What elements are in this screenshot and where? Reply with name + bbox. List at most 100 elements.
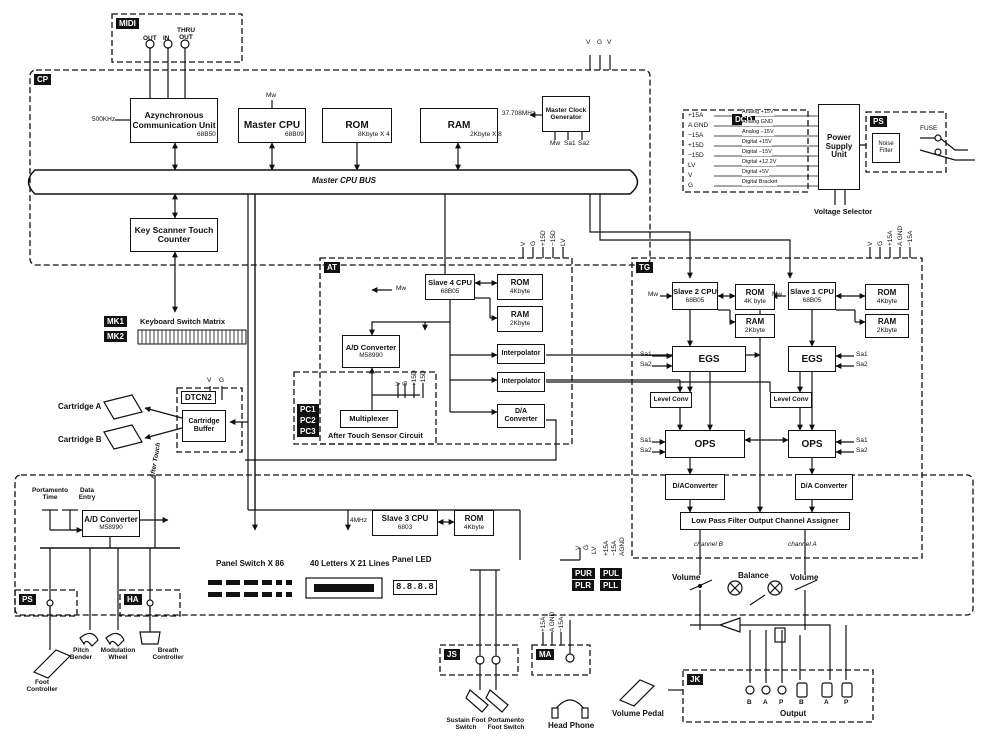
rail-pin-5: LV — [688, 162, 696, 169]
mk2-tag: MK2 — [104, 331, 127, 342]
master-cpu-mw: Mw — [266, 92, 277, 99]
js-board-outline — [439, 644, 519, 676]
rail-label-3: Digital +15V — [742, 139, 772, 146]
panel-pin-v: V — [575, 545, 582, 550]
ram-block: RAM — [420, 108, 498, 143]
noise-filter-block: Noise Filter — [872, 133, 900, 163]
level-conv-left-label: Level Conv — [653, 396, 689, 404]
controller-visuals — [32, 631, 656, 719]
level-conv-right-block: Level Conv — [770, 392, 812, 408]
pul-tag: PUL — [600, 568, 622, 579]
at-dac-block: D/A Converter — [497, 404, 545, 428]
tg-rom1-label: ROM — [877, 288, 897, 298]
panel-led-display: 8.8.8.8 — [393, 580, 437, 595]
egs-right-label: EGS — [801, 353, 823, 365]
at-rom-size: 4Kbyte — [509, 287, 531, 295]
rail-pin-0: +15A — [688, 112, 704, 119]
pc2-tag: PC2 — [297, 415, 319, 426]
tg-sa2-egs-l: Sa2 — [640, 361, 652, 368]
slave3-clock: 4MHz — [350, 517, 367, 524]
mk1-tag: MK1 — [104, 316, 127, 327]
volume-left-label: Volume — [672, 573, 701, 582]
slave1-label: Slave 1 CPU — [790, 287, 834, 297]
at-pin-1: G — [530, 240, 537, 246]
rom-block: ROM — [322, 108, 392, 143]
tg-dac-right-label: D/A Converter — [800, 483, 848, 491]
at-pin-4: LV — [560, 238, 567, 246]
slave4-label: Slave 4 CPU — [428, 278, 472, 288]
rail-pin-4: −15D — [688, 152, 704, 159]
pc-pin-3: −15D — [420, 370, 427, 386]
lcd-label: 40 Letters X 21 Lines — [310, 559, 390, 568]
channel-b-label: channel B — [694, 541, 723, 548]
interpolator1-block: Interpolator — [497, 344, 545, 364]
ps-tag: PS — [870, 116, 887, 127]
at-rom-label: ROM — [510, 278, 530, 288]
jack-p1: P — [779, 699, 784, 706]
foot-controller-label: Foot Controller — [26, 679, 58, 693]
rail-pin-7: G — [688, 182, 694, 189]
lpf-block: Low Pass Filter Output Channel Assigner — [680, 512, 850, 530]
jack-b2: B — [799, 699, 804, 706]
tg-mw-left: Mw — [648, 291, 659, 298]
acu-label: Azynchronous Communication Unit — [132, 110, 216, 130]
tg-sa1-ops-l: Sa1 — [640, 437, 652, 444]
jack-a2: A — [824, 699, 829, 706]
slave1-part: 68B05 — [802, 296, 822, 304]
rail-pin-1: A GND — [688, 122, 709, 129]
panel-pin-lv: LV — [591, 546, 598, 554]
master-cpu-block: Master CPU — [238, 108, 306, 143]
tg-ram2-block: RAM 2Kbyte — [735, 314, 775, 338]
ram-size: 2Kbyte X 8 — [470, 131, 502, 138]
breath-controller-label: Breath Controller — [152, 647, 184, 661]
pitch-bender-label: Pitch Bender — [69, 647, 93, 661]
at-ram-size: 2Kbyte — [509, 319, 531, 327]
clock-out-sa1: Sa1 — [564, 140, 576, 147]
at-mw: Mw — [396, 285, 407, 292]
panel-adc-label: A/D Converter — [84, 514, 138, 524]
master-cpu-part: 68B09 — [285, 131, 304, 138]
egs-left-block: EGS — [672, 346, 746, 372]
tg-sa1-ops-r: Sa1 — [856, 437, 868, 444]
at-adc-part: M58990 — [359, 352, 383, 360]
tg-pin-1: G — [877, 240, 884, 246]
cart-pin-g: G — [219, 377, 225, 384]
pc-board-outline — [293, 371, 437, 445]
clock-out-mw: Mw — [550, 140, 561, 147]
panel-rom-block: ROM 4Kbyte — [454, 510, 494, 536]
panel-switches-visual — [208, 580, 292, 597]
midi-in-label: IN — [163, 35, 170, 42]
tg-pin-4: −15A — [907, 230, 914, 246]
panel-rom-size: 4Kbyte — [463, 523, 485, 531]
tg-ram1-block: RAM 2Kbyte — [865, 314, 909, 338]
key-scanner-block: Key Scanner Touch Counter — [130, 218, 218, 252]
slave3-part: 6803 — [397, 523, 413, 531]
rail-label-5: Digital +12.2V — [742, 159, 777, 166]
pul-pin-2: AGND — [619, 537, 626, 556]
tg-sa1-egs-r: Sa1 — [856, 351, 868, 358]
keyboard-matrix-label: Keyboard Switch Matrix — [140, 317, 226, 326]
ps-board-outline — [865, 111, 947, 173]
fuse-label: FUSE — [920, 125, 938, 132]
data-entry-label: Data Entry — [78, 487, 96, 501]
panel-switch-label: Panel Switch X 86 — [216, 559, 285, 568]
at-pin-2: +15D — [540, 230, 547, 246]
cartridge-visuals — [103, 394, 143, 450]
at-adc-label: A/D Converter — [345, 342, 397, 352]
master-cpu-bus — [27, 169, 639, 195]
at-dac-label: D/A Converter — [504, 408, 538, 423]
key-scanner-label: Key Scanner Touch Counter — [134, 224, 214, 244]
ps-left-board-outline — [14, 589, 78, 617]
slave3-cpu-block: Slave 3 CPU 6803 — [372, 510, 438, 536]
ram-label: RAM — [447, 120, 471, 131]
panel-adc-part: M58990 — [99, 524, 123, 532]
jack-b1: B — [747, 699, 752, 706]
psu-block: Power Supply Unit — [818, 104, 860, 190]
master-cpu-label: Master CPU — [243, 120, 301, 131]
pc-pin-1: G — [402, 380, 409, 386]
slave2-part: 68B05 — [685, 296, 705, 304]
tg-rom1-block: ROM 4Kbyte — [865, 284, 909, 310]
slave3-label: Slave 3 CPU — [381, 514, 429, 524]
tg-ram2-size: 2Kbyte — [744, 326, 766, 334]
